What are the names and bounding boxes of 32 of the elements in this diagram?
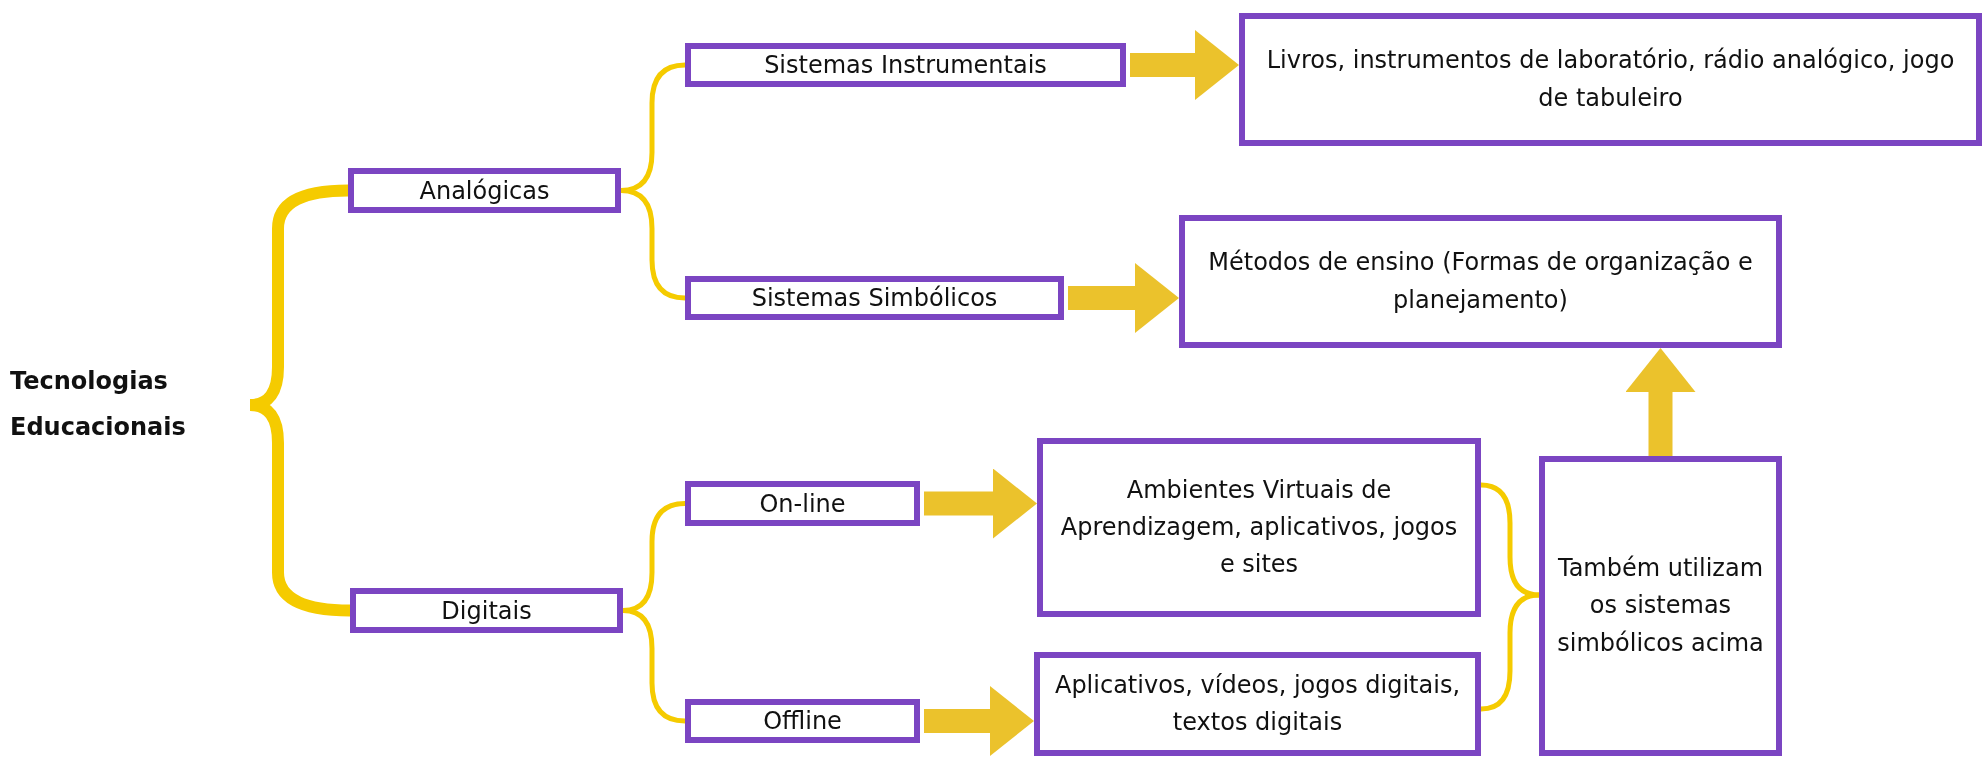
box-label: Digitais — [440, 595, 533, 627]
text-box — [685, 276, 1064, 320]
brace-connector — [622, 608, 686, 724]
text-box — [1037, 438, 1481, 617]
root-label: Tecnologias Educacionais — [10, 366, 187, 443]
box-label: Aplicativos, vídeos, jogos digitais, textos digitais — [1053, 669, 1462, 738]
box-label: Offline — [762, 706, 843, 737]
block-arrow — [1130, 30, 1239, 100]
box-label: On-line — [758, 488, 847, 520]
text-box — [685, 699, 920, 743]
block-arrow — [924, 686, 1034, 756]
box-label: Ambientes Virtuais de Aprendizagem, aplicativos, jogos e sites — [1059, 474, 1459, 581]
block-arrow — [924, 468, 1037, 539]
box-label: Métodos de ensino (Formas de organização e planejamento) — [1207, 247, 1754, 316]
brace-connector — [620, 188, 686, 301]
text-box — [1239, 13, 1982, 146]
text-box — [350, 588, 623, 633]
box-label: Analógicas — [418, 175, 551, 207]
box-label: Sistemas Instrumentais — [763, 50, 1048, 81]
box-label: Também utilizam os sistemas simbólicos acima — [1556, 553, 1765, 659]
box-label: Sistemas Simbólicos — [750, 283, 999, 314]
text-box — [1179, 215, 1782, 348]
text-box — [685, 43, 1126, 87]
text-box — [348, 168, 621, 213]
block-arrow — [1068, 263, 1179, 333]
box-label: Livros, instrumentos de laboratório, rádio analógico, jogo de tabuleiro — [1265, 45, 1956, 114]
text-box — [1034, 652, 1481, 756]
brace-connector — [1480, 482, 1540, 598]
text-box — [685, 481, 920, 526]
block-arrow — [1625, 348, 1696, 456]
brace-connector — [1480, 592, 1540, 712]
text-box — [1539, 456, 1782, 756]
